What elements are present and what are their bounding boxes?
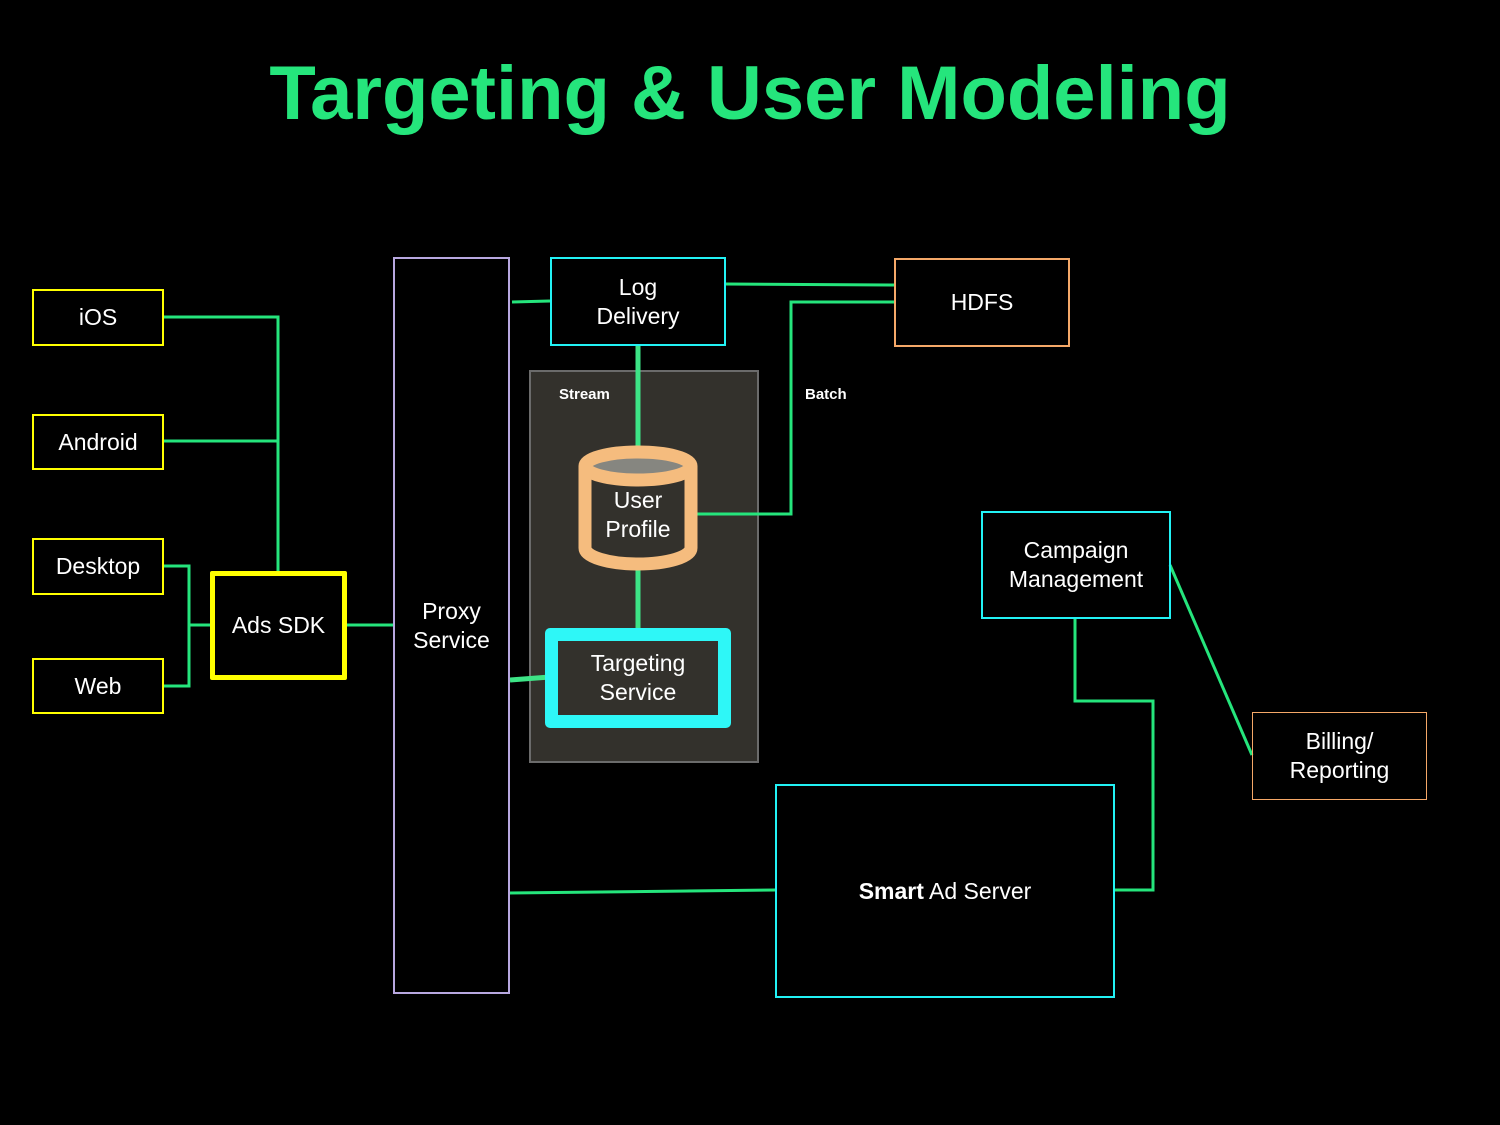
connector-proxy-targeting — [509, 674, 551, 683]
client-ios[interactable]: iOS — [32, 289, 164, 346]
page-title: Targeting & User Modeling — [269, 51, 1231, 136]
client-android-label: Android — [58, 428, 138, 455]
ads-sdk-node[interactable]: Ads SDK — [210, 571, 347, 680]
client-desktop[interactable]: Desktop — [32, 538, 164, 595]
connector-campaign-billing — [1168, 564, 1254, 756]
billing-reporting-label: Billing/ Reporting — [1289, 728, 1390, 783]
campaign-management-node[interactable]: Campaign Management — [981, 511, 1171, 619]
targeting-service-label: Targeting Service — [590, 650, 686, 705]
user-profile-label: User Profile — [605, 487, 671, 542]
campaign-management-label: Campaign Management — [1008, 537, 1144, 592]
hdfs-label: HDFS — [950, 289, 1014, 315]
smart-ad-server-node[interactable]: Smart Ad Server — [775, 784, 1115, 998]
ads-sdk-label: Ads SDK — [231, 612, 326, 638]
batch-label: Batch — [805, 386, 847, 403]
proxy-service-node[interactable]: Proxy Service — [393, 257, 510, 994]
smart-ad-server-rest: Ad Server — [923, 877, 1032, 904]
connector-campaign-adserver — [1073, 618, 1155, 892]
proxy-service-label: Proxy Service — [413, 597, 490, 653]
log-delivery-node[interactable]: Log Delivery — [550, 257, 726, 346]
client-web[interactable]: Web — [32, 658, 164, 714]
billing-reporting-node[interactable]: Billing/ Reporting — [1252, 712, 1427, 800]
client-android[interactable]: Android — [32, 414, 164, 470]
connector-log-hdfs — [724, 282, 895, 287]
database-icon — [578, 445, 698, 571]
connector-hdfs-profile — [690, 300, 894, 516]
log-delivery-label: Log Delivery — [596, 273, 680, 329]
connector-proxy-adserver — [508, 888, 777, 895]
connector-proxy-log — [511, 299, 551, 304]
client-ios-label: iOS — [78, 304, 118, 330]
connector-desktop-sdk — [163, 564, 191, 688]
hdfs-node[interactable]: HDFS — [894, 258, 1070, 347]
smart-ad-server-bold: Smart — [858, 877, 924, 904]
connector-ios-sdk — [163, 315, 280, 573]
client-web-label: Web — [74, 672, 122, 699]
client-desktop-label: Desktop — [55, 553, 141, 579]
stream-label: Stream — [559, 386, 610, 403]
targeting-service-node[interactable]: Targeting Service — [545, 628, 731, 728]
smart-ad-server-label: Smart Ad Server — [859, 877, 1032, 906]
